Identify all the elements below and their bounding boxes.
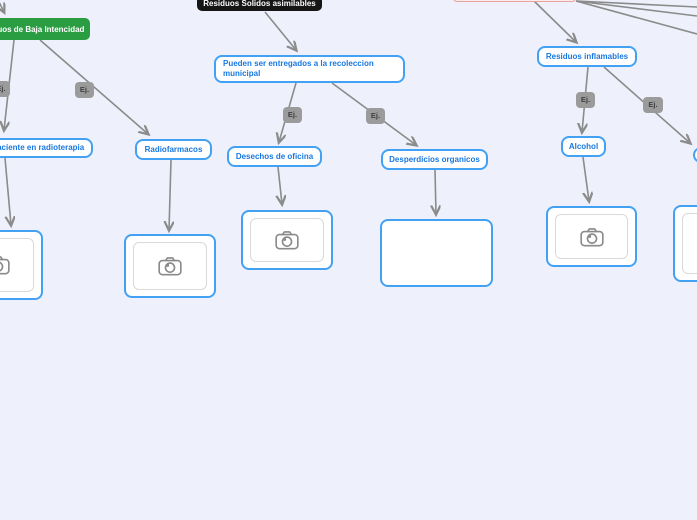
- connector-line: [435, 169, 436, 214]
- node-residuos-baja-intensidad[interactable]: Residuos de Baja Intencidad: [0, 18, 90, 40]
- image-placeholder-desperdicios-empty[interactable]: [380, 219, 493, 287]
- camera-icon: [158, 257, 182, 276]
- edge-label-ej[interactable]: Ej.: [75, 82, 94, 98]
- image-placeholder-desechos-oficina[interactable]: [241, 210, 333, 270]
- camera-icon: [579, 227, 604, 246]
- node-residuos-inflamables[interactable]: Residuos inflamables: [537, 46, 637, 67]
- node-radiofarmacos[interactable]: Radiofarmacos: [135, 139, 212, 160]
- camera-icon: [0, 256, 10, 275]
- node-danger-cut[interactable]: [453, 0, 576, 2]
- image-placeholder-frame: [0, 238, 34, 292]
- edge-label-ej[interactable]: Ej.: [643, 97, 663, 113]
- image-placeholder-frame: [555, 214, 628, 259]
- connector-line: [575, 0, 697, 8]
- image-placeholder-radioterapia[interactable]: [0, 230, 43, 300]
- connector-line: [583, 156, 589, 201]
- image-placeholder-radiofarmacos[interactable]: [124, 234, 216, 298]
- connector-line: [169, 159, 171, 230]
- node-paciente-radioterapia[interactable]: Paciente en radioterapia: [0, 138, 93, 158]
- connector-line: [39, 39, 148, 134]
- node-residuos-solidos-asimilables[interactable]: Residuos Solidos asimilables: [197, 0, 322, 11]
- edge-label-ej[interactable]: Ej.: [0, 81, 10, 97]
- edge-label-ej[interactable]: Ej.: [366, 108, 385, 124]
- connector-line: [533, 0, 576, 42]
- node-desechos-oficina[interactable]: Desechos de oficina: [227, 146, 322, 167]
- connector-line: [0, 0, 4, 12]
- node-alcohol[interactable]: Alcohol: [561, 136, 606, 157]
- image-placeholder-frame: [133, 242, 207, 290]
- node-desperdicios-organicos[interactable]: Desperdicios organicos: [381, 149, 488, 170]
- connector-line: [575, 0, 697, 17]
- connector-line: [278, 166, 282, 204]
- connector-line: [575, 0, 697, 35]
- connector-line: [264, 11, 296, 50]
- image-placeholder-frame: [682, 213, 697, 274]
- connector-line: [4, 157, 11, 225]
- image-placeholder-right-cut[interactable]: [673, 205, 697, 282]
- camera-icon: [275, 231, 299, 250]
- image-placeholder-frame: [250, 218, 324, 262]
- edge-label-ej[interactable]: Ej.: [283, 107, 302, 123]
- node-recoleccion-municipal[interactable]: Pueden ser entregados a la recoleccion m…: [214, 55, 405, 83]
- image-placeholder-alcohol[interactable]: [546, 206, 637, 267]
- edge-label-ej[interactable]: Ej.: [576, 92, 595, 108]
